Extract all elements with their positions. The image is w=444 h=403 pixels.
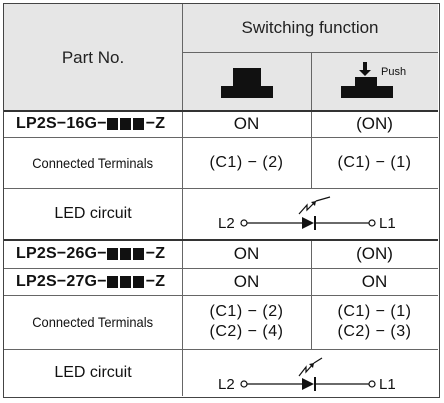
placeholder-block bbox=[119, 118, 131, 130]
part-number-26g: LP2S−26G− −Z bbox=[4, 240, 182, 268]
part-number-suffix: −Z bbox=[145, 272, 166, 290]
part-number-prefix: LP2S−26G− bbox=[16, 245, 107, 262]
part-no-header-label: Part No. bbox=[61, 47, 125, 67]
column-divider bbox=[311, 240, 312, 349]
row-divider bbox=[4, 188, 438, 189]
part-number-suffix: −Z bbox=[145, 115, 166, 132]
placeholder-block bbox=[106, 275, 118, 288]
part-number-suffix: −Z bbox=[145, 245, 166, 262]
connected-terminals-label: Connected Terminals bbox=[4, 295, 182, 349]
part-no-header: Part No. bbox=[4, 4, 182, 111]
switching-function-header-label: Switching function bbox=[241, 18, 379, 37]
row-divider bbox=[4, 268, 438, 269]
terminals-pushed-double: (C1) − (1) (C2) − (3) bbox=[311, 295, 438, 349]
push-label: Push bbox=[381, 66, 406, 78]
row-divider bbox=[4, 295, 438, 296]
led-circuit-icon: L2 L1 bbox=[218, 357, 396, 393]
terminal-pair: (C1) − (1) bbox=[337, 303, 412, 320]
released-state-header bbox=[182, 52, 311, 111]
state-released-16g: ON bbox=[233, 114, 260, 133]
terminals-released: (C1) − (2) bbox=[209, 153, 284, 171]
led-circuit-diagram: L2 L1 bbox=[182, 349, 438, 396]
state-pushed-26g: (ON) bbox=[356, 244, 393, 263]
state-released-27g: ON bbox=[233, 271, 260, 291]
row-divider bbox=[182, 52, 438, 53]
led-circuit-icon: L2 L1 bbox=[218, 196, 396, 232]
led-circuit-label: LED circuit bbox=[54, 363, 132, 381]
connected-terminals-text: Connected Terminals bbox=[32, 314, 154, 330]
pushed-state-header: Push bbox=[311, 52, 438, 111]
state-released-26g: ON bbox=[233, 244, 260, 263]
part-number-16g: LP2S−16G− −Z bbox=[4, 111, 182, 137]
switching-function-header: Switching function bbox=[182, 4, 438, 52]
row-divider bbox=[4, 349, 438, 350]
led-terminal-right: L1 bbox=[379, 215, 396, 232]
part-number-prefix: LP2S−16G− bbox=[16, 115, 107, 132]
placeholder-block bbox=[132, 275, 144, 288]
connected-terminals-text: Connected Terminals bbox=[32, 154, 154, 171]
header-divider bbox=[4, 110, 438, 112]
state-pushed-16g: (ON) bbox=[356, 114, 393, 133]
button-released-icon bbox=[220, 67, 273, 98]
placeholder-block bbox=[119, 248, 131, 260]
state-pushed-27g: ON bbox=[361, 271, 388, 291]
group-divider bbox=[4, 239, 438, 241]
led-terminal-right: L1 bbox=[379, 376, 396, 393]
led-circuit-diagram: L2 L1 bbox=[182, 188, 438, 240]
connected-terminals-label: Connected Terminals bbox=[4, 137, 182, 188]
switching-function-table: Part No. Switching function Push LP2S−16… bbox=[3, 3, 440, 398]
part-number-prefix: LP2S−27G− bbox=[16, 272, 107, 290]
column-divider bbox=[182, 4, 183, 396]
row-divider bbox=[4, 137, 438, 138]
part-number-27g: LP2S−27G− −Z bbox=[4, 268, 182, 295]
led-circuit-label: LED circuit bbox=[54, 205, 132, 222]
placeholder-block bbox=[132, 118, 144, 130]
terminals-released-double: (C1) − (2) (C2) − (4) bbox=[182, 295, 311, 349]
terminals-pushed: (C1) − (1) bbox=[337, 153, 412, 171]
placeholder-block bbox=[106, 118, 118, 130]
led-terminal-left: L2 bbox=[218, 376, 235, 393]
terminal-pair: (C2) − (4) bbox=[209, 323, 284, 340]
terminal-pair: (C1) − (2) bbox=[209, 303, 284, 320]
placeholder-block bbox=[132, 248, 144, 260]
button-pushed-icon: Push bbox=[340, 61, 406, 98]
column-divider bbox=[311, 111, 312, 188]
placeholder-block bbox=[119, 275, 131, 288]
led-terminal-left: L2 bbox=[218, 215, 235, 232]
placeholder-block bbox=[106, 248, 118, 260]
column-divider bbox=[311, 52, 312, 111]
terminal-pair: (C2) − (3) bbox=[337, 323, 412, 340]
